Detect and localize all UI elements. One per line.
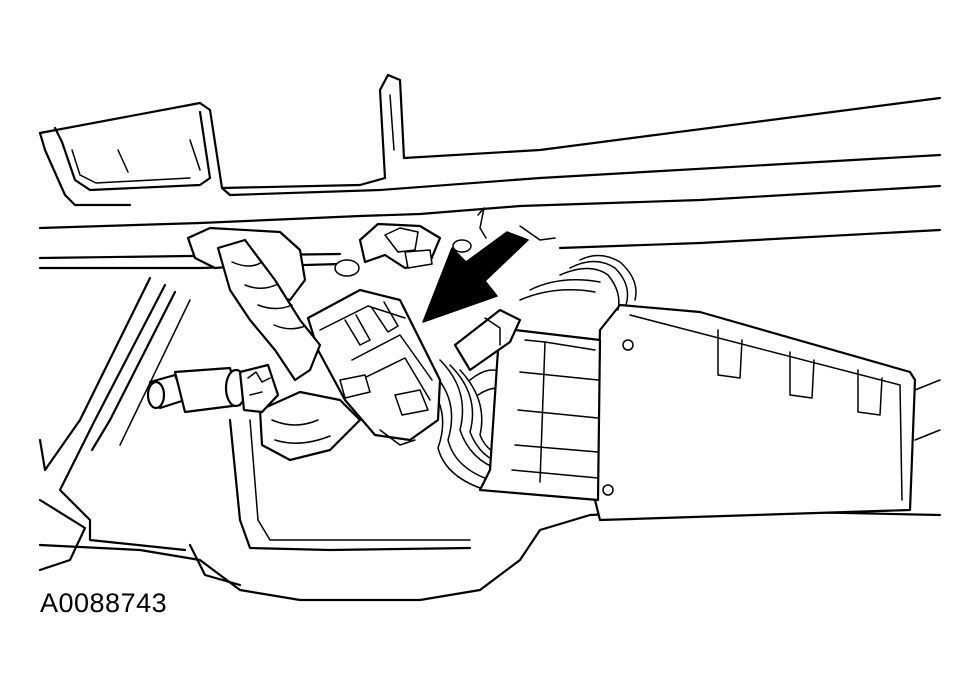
target-connector [306, 288, 442, 446]
left-harness [216, 238, 362, 462]
multi-pin-connector [453, 308, 602, 502]
figure-id-label: A0088743 [40, 588, 168, 618]
brake-switch [146, 363, 280, 414]
indicator-arrow [422, 231, 529, 323]
junction-box [593, 303, 941, 522]
dash-panel-upper [38, 73, 942, 207]
